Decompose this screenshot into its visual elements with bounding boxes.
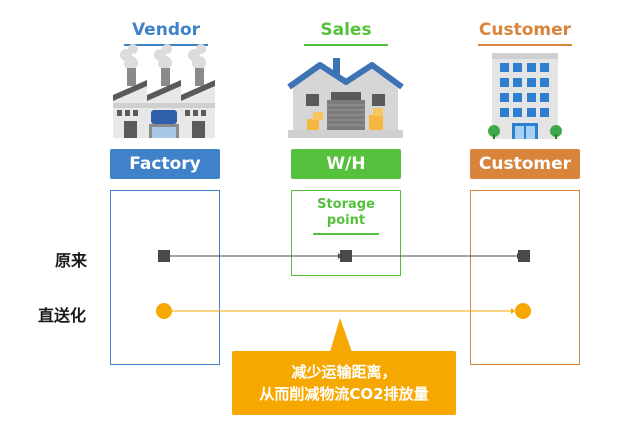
storage-point-label: Storage point [317,197,375,228]
original-node-factory [158,250,170,262]
customer-title-text: Customer [478,20,572,40]
callout-line-2: 从而削减物流CO2排放量 [259,385,429,403]
original-node-warehouse [340,250,352,262]
vendor-title-text: Vendor [131,20,201,40]
direct-route-arrowhead [511,308,515,314]
sales-title-underline [304,44,388,46]
office-building-icon [488,53,562,139]
factory-label: Factory [110,149,220,179]
sales-title: Sales [304,19,388,46]
original-node-customer [518,250,530,262]
direct-node-customer [515,303,531,319]
customer-region [470,190,580,365]
row-label-direct: 直送化 [38,306,87,325]
callout-pointer [330,318,352,352]
customer-label: Customer [470,149,580,179]
direct-node-factory [156,303,172,319]
customer-title-underline [478,44,572,46]
row-label-original: 原来 [55,251,88,270]
warehouse-icon [287,58,404,138]
storage-point-underline [313,233,379,235]
factory-icon [113,44,215,138]
sales-title-text: Sales [320,20,372,40]
warehouse-label: W/H [291,149,401,179]
customer-title: Customer [478,19,572,46]
callout-box: 减少运输距离， 从而削减物流CO2排放量 [232,351,456,415]
storage-point-region [291,190,401,276]
callout-line-1: 减少运输距离， [291,363,397,381]
vendor-region [110,190,220,365]
